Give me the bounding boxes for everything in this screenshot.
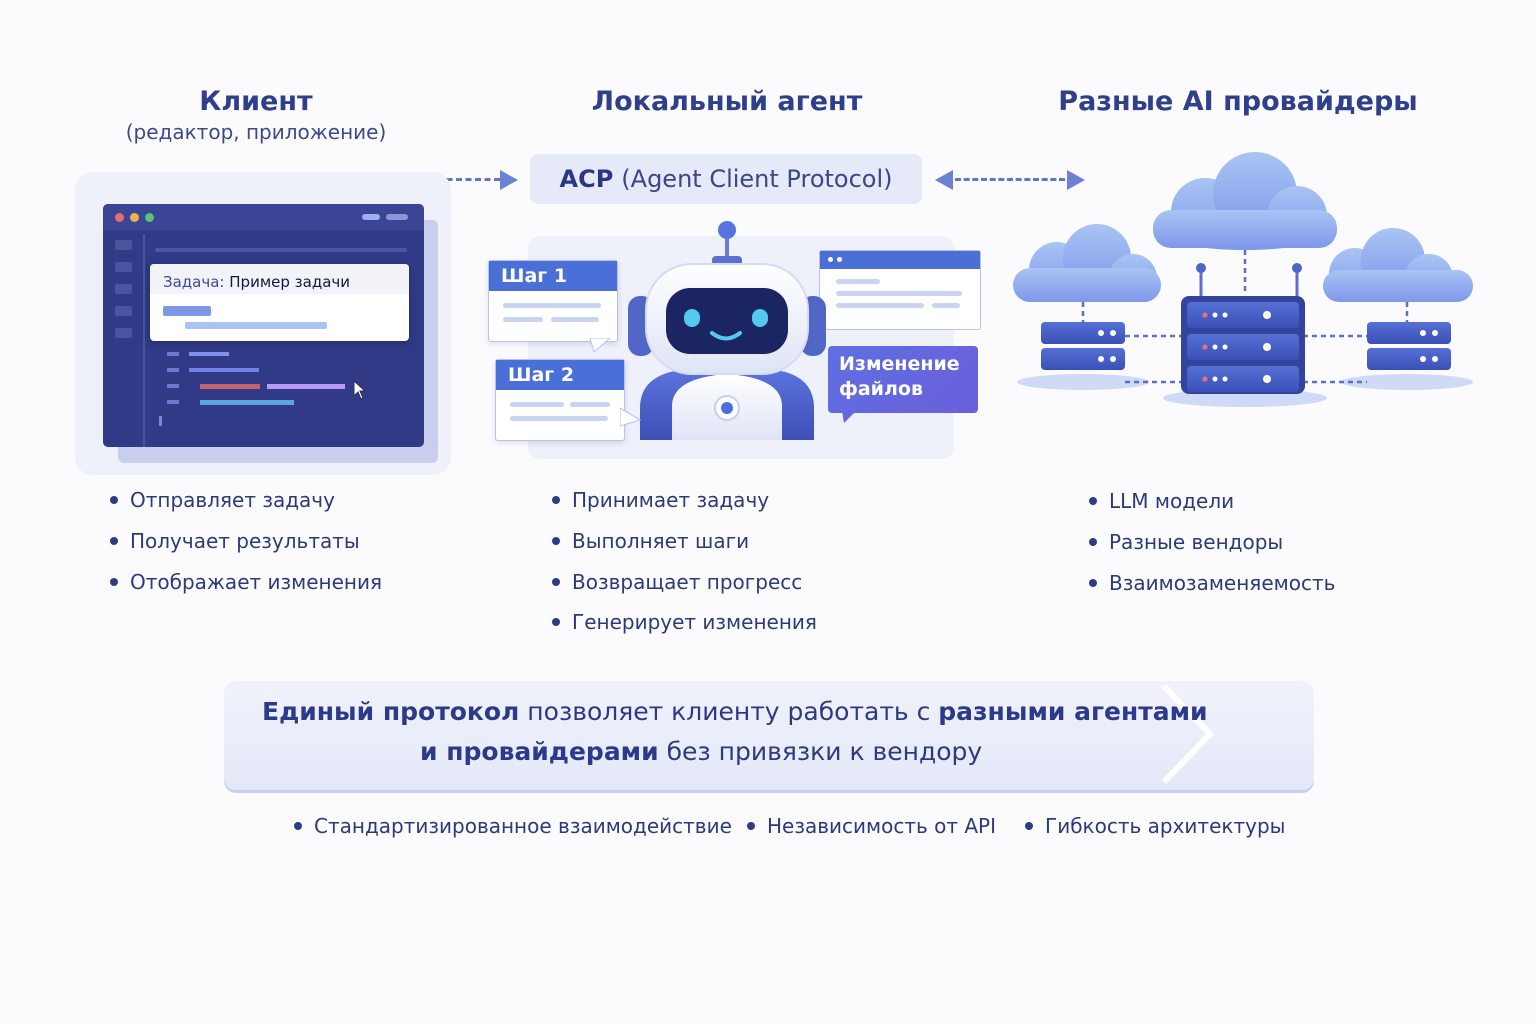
agent-bullet: Генерирует изменения xyxy=(552,610,817,634)
step-line xyxy=(503,303,601,308)
cloud-icon xyxy=(1153,152,1337,250)
client-to-agent-arrow xyxy=(418,168,522,192)
cloud-icon xyxy=(1013,224,1161,302)
server-icon xyxy=(1181,296,1305,394)
agent-bullet: Принимает задачу xyxy=(552,488,769,512)
task-card-header xyxy=(150,264,409,294)
step-1-tail xyxy=(590,338,611,353)
agent-bullet: Возвращает прогресс xyxy=(552,570,802,594)
step-1-card: Шаг 1 xyxy=(488,260,618,342)
step-line xyxy=(503,317,543,322)
step-line xyxy=(510,416,608,421)
banner-text: без привязки к вендору xyxy=(658,737,983,766)
code-line xyxy=(200,400,294,405)
step-line xyxy=(510,402,564,407)
minimize-dot-icon xyxy=(130,213,139,222)
agent-output-window xyxy=(819,250,981,330)
code-line xyxy=(167,368,179,372)
file-changes-line1: Изменение xyxy=(839,353,960,375)
task-key: Задача: xyxy=(163,273,225,291)
acp-protocol-label: ACP (Agent Client Protocol) xyxy=(530,154,922,204)
provider-bullet: Взаимозаменяемость xyxy=(1089,571,1335,595)
step-line xyxy=(551,317,599,322)
feature-item: Независимость от API xyxy=(747,814,996,838)
task-value: Пример задачи xyxy=(229,273,350,291)
feature-item: Гибкость архитектуры xyxy=(1025,814,1285,838)
client-bullet: Отображает изменения xyxy=(110,570,382,594)
cursor-icon xyxy=(353,380,367,400)
step-2-card: Шаг 2 xyxy=(495,359,625,441)
step-2-label: Шаг 2 xyxy=(496,360,624,390)
agent-title: Локальный агент xyxy=(591,86,863,117)
code-line xyxy=(189,352,229,356)
acp-acronym: ACP xyxy=(559,165,614,193)
server-icon xyxy=(1367,322,1451,370)
agent-bullet: Выполняет шаги xyxy=(552,529,749,553)
mini-window-line xyxy=(836,303,924,308)
agent-to-providers-arrow xyxy=(933,168,1087,192)
file-changes-tail xyxy=(842,411,856,423)
sidebar-icon xyxy=(115,240,132,250)
acp-full-name: (Agent Client Protocol) xyxy=(621,165,893,193)
file-changes-line2: файлов xyxy=(839,378,923,400)
mini-window-dot-icon xyxy=(828,257,833,262)
feature-item: Стандартизированное взаимодействие xyxy=(294,814,732,838)
sidebar-icon xyxy=(115,328,132,338)
task-line xyxy=(163,306,211,316)
sidebar-icon xyxy=(115,306,132,316)
step-1-label: Шаг 1 xyxy=(489,261,617,291)
sidebar-icon xyxy=(115,262,132,272)
code-line xyxy=(200,384,260,389)
banner-bold-protocol: Единый протокол xyxy=(262,697,520,726)
code-line xyxy=(189,368,259,372)
client-bullet: Отправляет задачу xyxy=(110,488,335,512)
task-card: Задача: Пример задачи xyxy=(150,264,409,341)
server-icon xyxy=(1041,322,1125,370)
client-title: Клиент xyxy=(199,86,313,117)
banner-bold-agents: разными агентами xyxy=(938,697,1208,726)
banner-line-2: и провайдерами без привязки к вендору xyxy=(420,737,982,766)
client-subtitle: (редактор, приложение) xyxy=(125,120,387,144)
mini-window-line xyxy=(932,303,960,308)
code-line xyxy=(267,384,345,389)
cloud-servers-illustration xyxy=(1013,152,1473,407)
editor-window: Задача: Пример задачи xyxy=(103,204,424,447)
sidebar-divider xyxy=(143,234,145,447)
task-label: Задача: Пример задачи xyxy=(163,273,350,291)
step-line xyxy=(570,402,610,407)
step-2-tail xyxy=(620,408,642,427)
provider-bullet: Разные вендоры xyxy=(1089,530,1283,554)
banner-bold-providers: и провайдерами xyxy=(420,737,659,766)
banner-chevron-icon xyxy=(1161,684,1215,784)
providers-title: Разные AI провайдеры xyxy=(1058,86,1418,117)
code-line xyxy=(167,400,179,404)
banner-text: позволяет клиенту работать с xyxy=(519,697,939,726)
mini-window-line xyxy=(836,291,962,296)
robot-illustration xyxy=(628,221,826,440)
maximize-dot-icon xyxy=(145,213,154,222)
cloud-icon xyxy=(1323,228,1473,302)
client-bullet: Получает результаты xyxy=(110,529,360,553)
summary-banner xyxy=(224,681,1314,790)
provider-bullet: LLM модели xyxy=(1089,489,1234,513)
mini-window-bar xyxy=(820,251,980,269)
close-dot-icon xyxy=(115,213,124,222)
code-line xyxy=(155,248,407,252)
mini-window-dot-icon xyxy=(837,257,842,262)
sidebar-icon xyxy=(115,284,132,294)
mini-window-line xyxy=(836,279,880,284)
file-changes-badge: Изменение файлов xyxy=(828,346,978,413)
code-line xyxy=(167,352,179,356)
code-line xyxy=(159,416,162,426)
code-line xyxy=(167,384,179,388)
banner-line-1: Единый протокол позволяет клиенту работа… xyxy=(262,697,1208,726)
menu-pill-icon xyxy=(362,214,380,220)
menu-pill-icon xyxy=(386,214,408,220)
task-line xyxy=(185,322,327,329)
